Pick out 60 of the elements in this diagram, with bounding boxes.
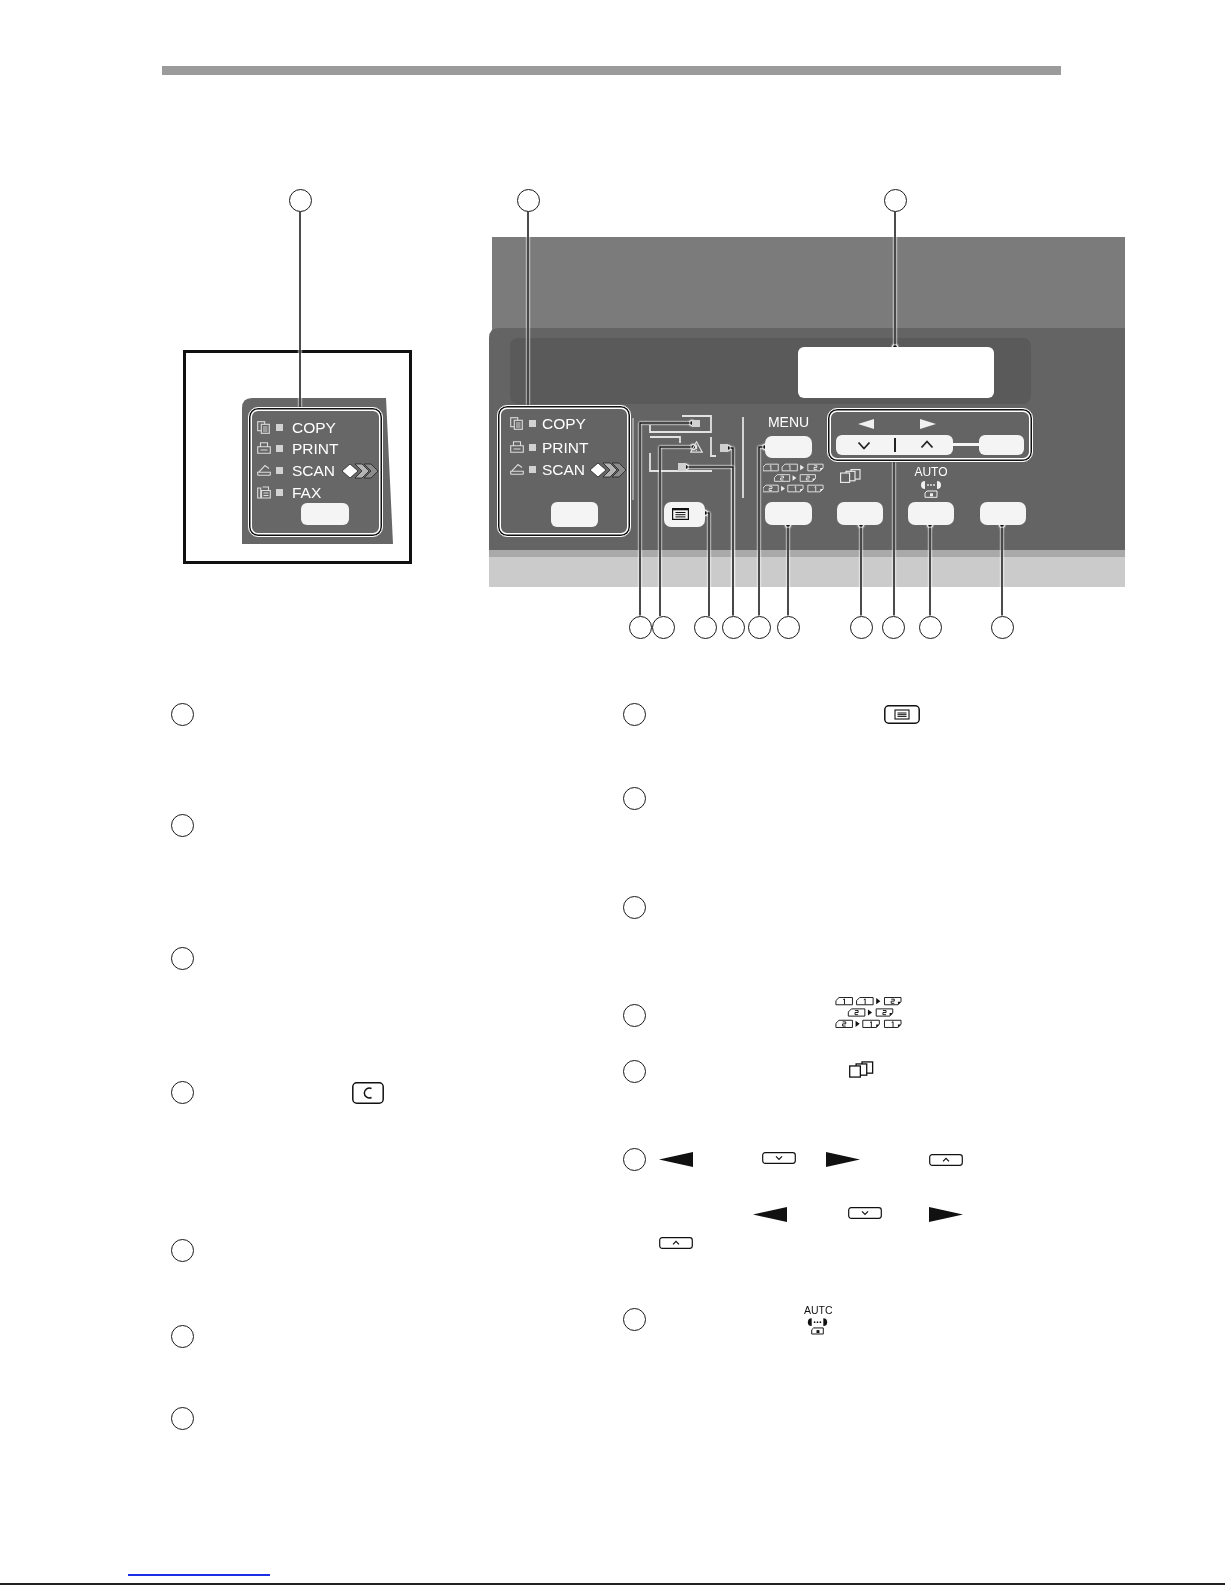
auto-label: AUTC xyxy=(804,1305,833,1317)
indicator-light xyxy=(692,420,700,427)
callout-circle xyxy=(622,895,646,919)
indicator-light xyxy=(678,463,686,471)
callout-circle xyxy=(776,615,800,639)
warning-triangle xyxy=(690,441,703,453)
callout-circle xyxy=(170,813,194,837)
mode-label: PRINT xyxy=(292,440,339,457)
key-label: AUTO xyxy=(913,466,949,479)
panel-key xyxy=(837,502,883,525)
callout-circle xyxy=(849,615,873,639)
callout-circle xyxy=(990,615,1014,639)
mode-panel xyxy=(248,407,383,537)
callout-circle xyxy=(693,615,717,639)
mode-label: COPY xyxy=(542,415,586,432)
leader-line xyxy=(999,522,1005,617)
callout-circle xyxy=(881,615,905,639)
callout-circle xyxy=(170,1324,194,1348)
panel-key xyxy=(765,502,812,525)
mode-label: SCAN xyxy=(292,462,336,479)
callout-circle xyxy=(170,946,194,970)
mode-label: FAX xyxy=(292,484,322,501)
callout-circle xyxy=(170,1406,194,1430)
mode-label: SCAN xyxy=(542,461,586,478)
leader-line xyxy=(527,210,529,406)
leader-line xyxy=(659,444,696,617)
indicator-light xyxy=(720,444,728,452)
callout-circle xyxy=(628,615,652,639)
callout-circle xyxy=(288,188,312,212)
key-label: MENU xyxy=(766,415,811,430)
callout-circle xyxy=(170,1080,194,1104)
leader-line xyxy=(299,210,301,408)
display-screen xyxy=(798,347,994,398)
leader-line xyxy=(927,522,933,617)
callout-circle xyxy=(918,615,942,639)
leader-line xyxy=(683,464,734,617)
mode-panel xyxy=(497,405,631,537)
leader-line xyxy=(785,522,791,617)
leader-line xyxy=(893,461,895,617)
mode-label: COPY xyxy=(292,419,336,436)
callout-circle xyxy=(622,702,646,726)
callout-circle xyxy=(651,615,675,639)
callout-circle xyxy=(170,1238,194,1262)
callout-circle xyxy=(622,1307,646,1331)
callout-circle xyxy=(622,1003,646,1027)
callout-circle xyxy=(516,188,540,212)
callout-circle xyxy=(170,702,194,726)
callout-circle xyxy=(622,1147,646,1171)
leader-line xyxy=(639,420,695,617)
callout-circle xyxy=(622,1059,646,1083)
callout-circle xyxy=(622,786,646,810)
leader-line xyxy=(858,522,864,617)
panel-key xyxy=(980,502,1026,525)
mode-label: PRINT xyxy=(542,439,589,456)
arrow-key-panel xyxy=(827,408,1033,462)
panel-key xyxy=(664,502,705,527)
callout-circle xyxy=(747,615,771,639)
leader-line xyxy=(892,210,898,350)
callout-circle xyxy=(721,615,745,639)
callout-circle xyxy=(883,188,907,212)
